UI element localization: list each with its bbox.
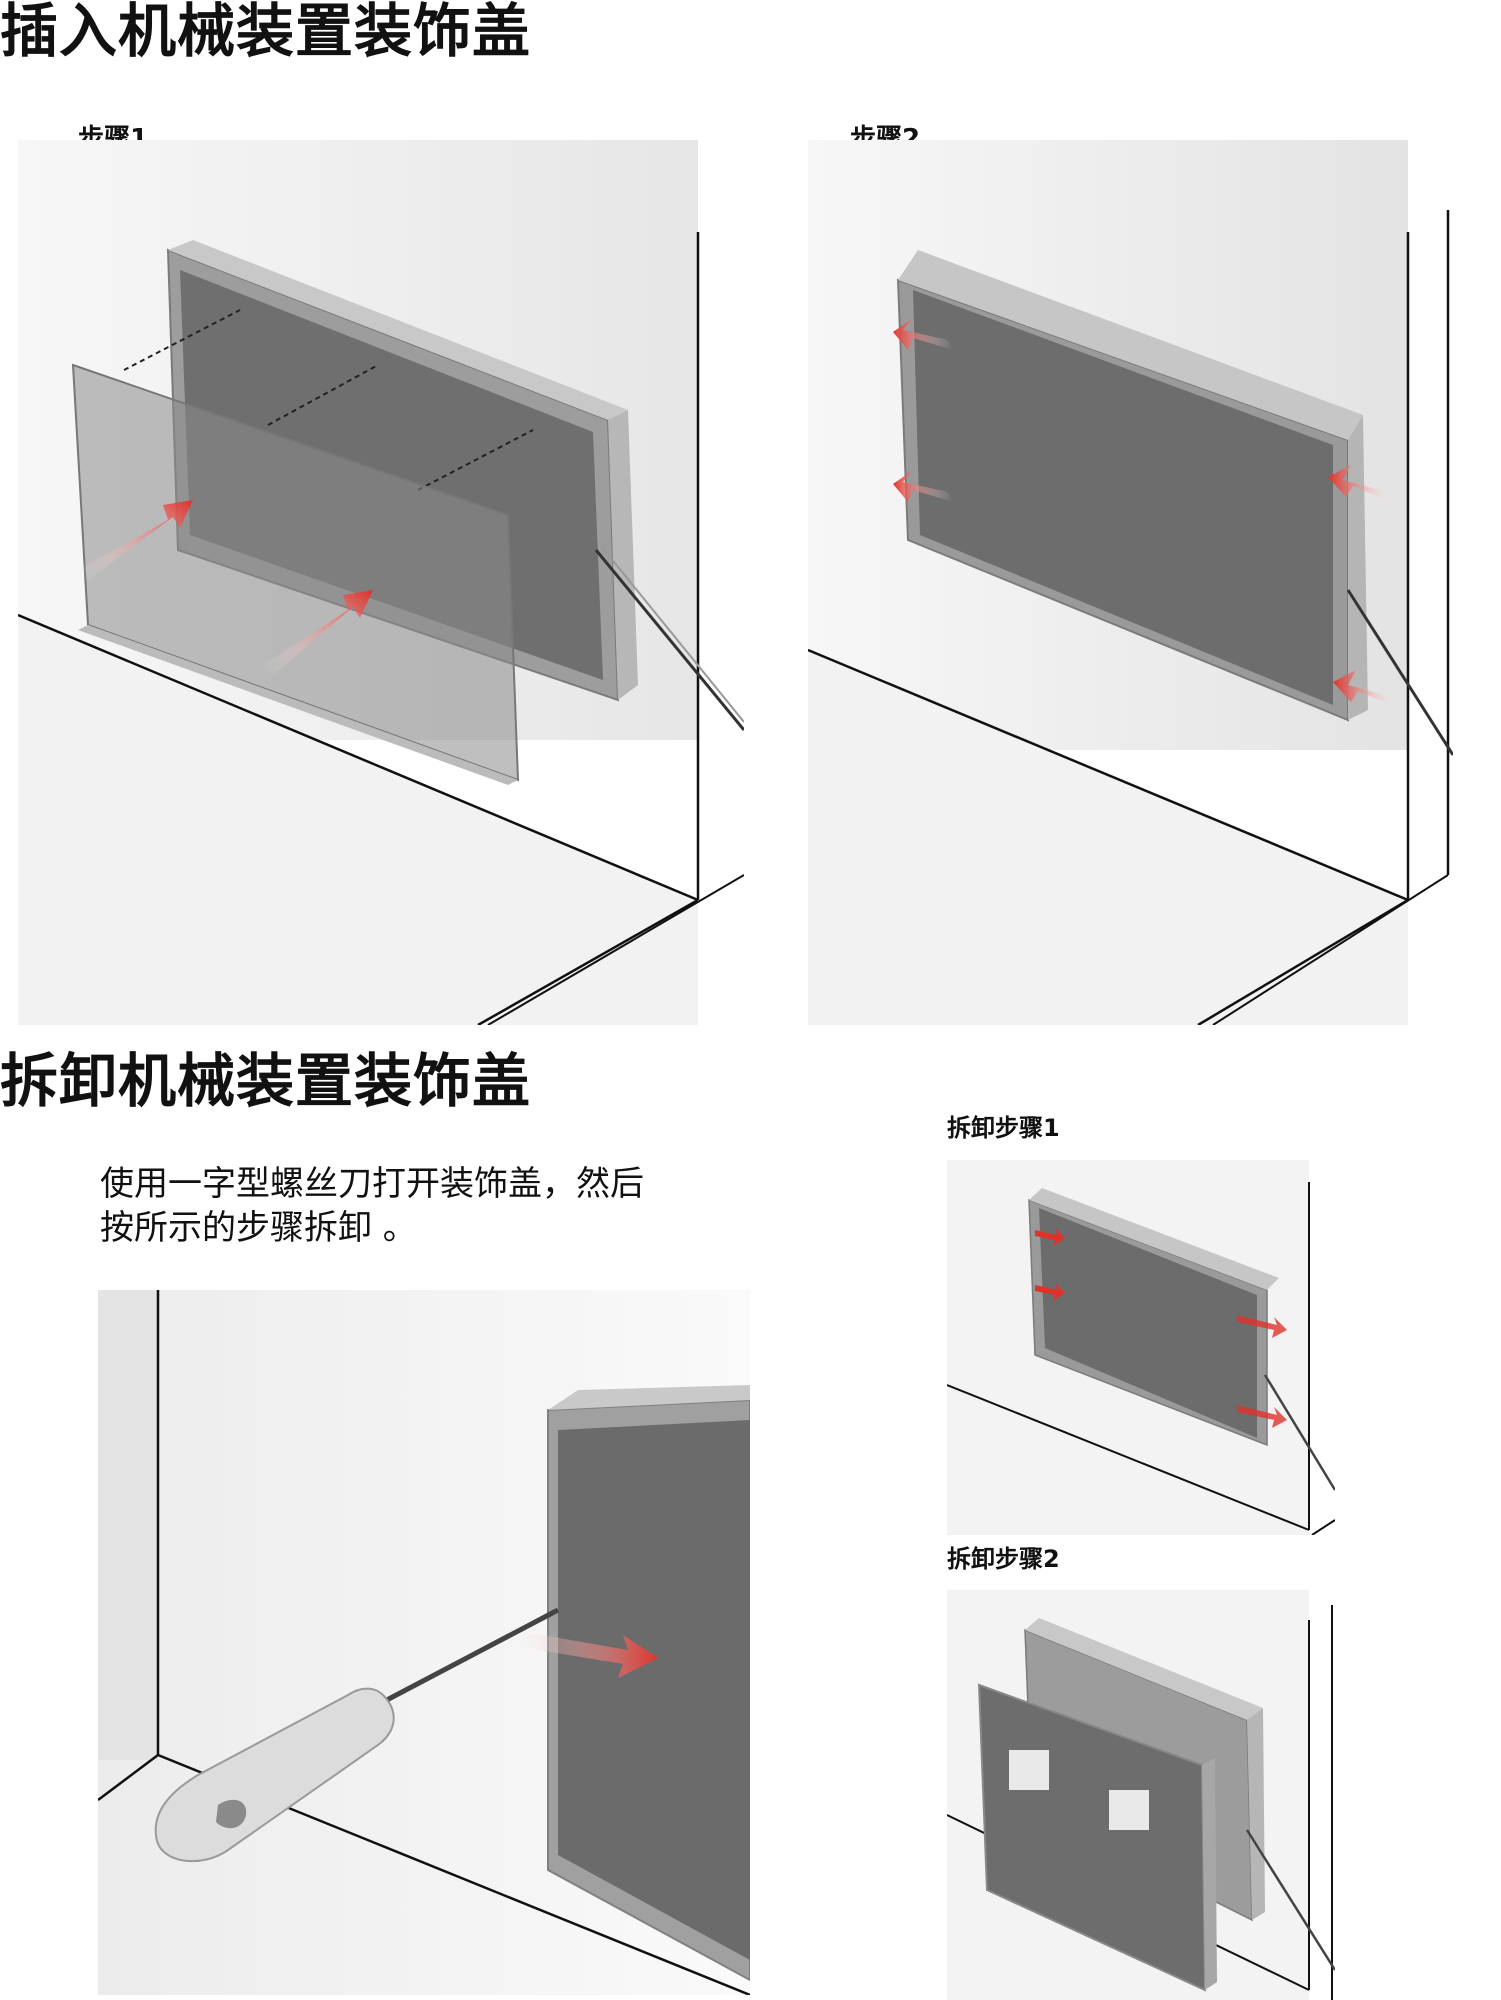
- arrow-right-icon: [508, 1630, 658, 1678]
- install-title: 插入机械装置装饰盖: [0, 0, 532, 65]
- remove-step2-label: 拆卸步骤2: [947, 1545, 1060, 1573]
- arrow-left-icon: [893, 318, 1403, 710]
- screwdriver-shaft: [594, 549, 744, 731]
- arrow-right-icon: [1035, 1228, 1287, 1428]
- remove-description-line1: 使用一字型螺丝刀打开装饰盖，然后: [100, 1164, 644, 1204]
- remove-step1-label: 拆卸步骤1: [947, 1114, 1060, 1142]
- remove-description-line2: 按所示的步骤拆卸 。: [100, 1208, 417, 1248]
- remove-step2-figure: [947, 1590, 1335, 2000]
- remove-step1-figure: [947, 1160, 1335, 1535]
- install-step1-figure: [18, 140, 744, 1025]
- arrow-right-up-icon: [78, 500, 373, 675]
- remove-title: 拆卸机械装置装饰盖: [0, 1047, 532, 1115]
- install-step2-figure: [808, 140, 1453, 1025]
- remove-screwdriver-figure: [98, 1290, 750, 1995]
- screwdriver-icon: [154, 1607, 560, 1863]
- screwdriver-shaft: [1346, 589, 1453, 756]
